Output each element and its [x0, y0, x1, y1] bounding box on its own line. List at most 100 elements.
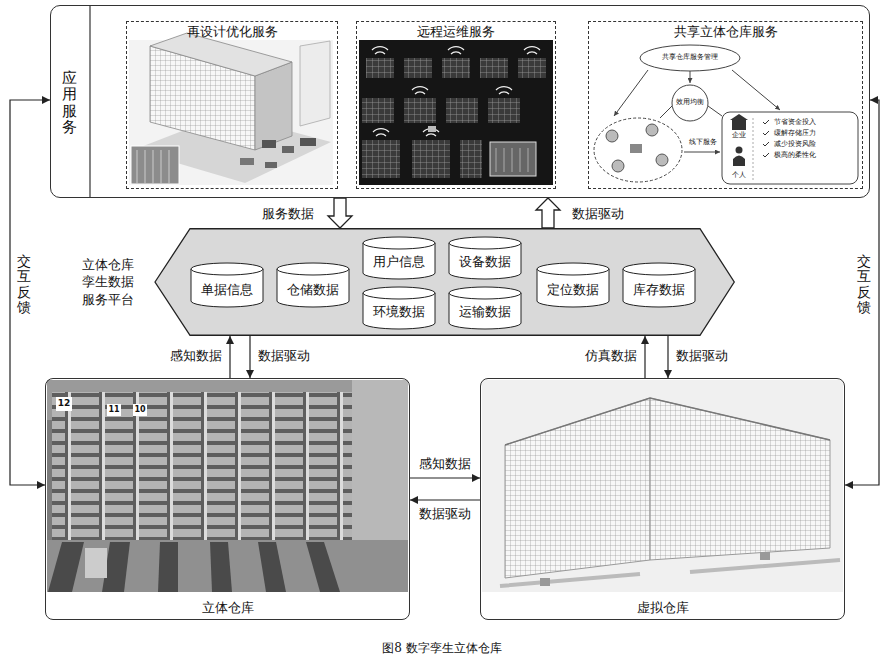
figure-label: 节省资金投入 [774, 119, 816, 127]
remote-operation-image [359, 40, 553, 185]
node-label: 立体仓库 [202, 600, 254, 616]
node-label: 环境数据 [373, 305, 425, 321]
connector [229, 336, 230, 378]
connector [249, 336, 250, 378]
shared-warehouse-image [630, 144, 642, 153]
node-label: 用户信息 [373, 255, 425, 271]
cylinder-outline [449, 237, 521, 249]
cylinder-outline [363, 237, 435, 249]
database-cylinder: 环境数据 [362, 286, 436, 330]
shared-warehouse-image [733, 156, 745, 167]
database-cylinder: 用户信息 [362, 236, 436, 280]
warehouse-photo [107, 404, 121, 416]
wifi-signal [373, 129, 389, 136]
remote-operation-image [490, 142, 536, 176]
wifi-signal [412, 87, 428, 94]
virtual-warehouse-image [505, 398, 830, 445]
warehouse-model-image [265, 162, 277, 168]
figure-label: 效用均衡 [676, 99, 704, 106]
shared-warehouse-image [732, 120, 746, 130]
cylinder-outline [623, 263, 695, 275]
warehouse-model-image [300, 41, 330, 126]
wifi-signal [372, 47, 540, 136]
warehouse-model-image [262, 140, 276, 148]
figure-caption: 图8 数字孪生立体仓库 [382, 641, 501, 655]
warehouse-model-image [131, 146, 179, 184]
figure-label: 缓解存储压力 [774, 130, 816, 138]
wifi-signal [448, 47, 464, 54]
cylinder-outline [537, 263, 609, 275]
edge-label: 交互反馈 [16, 254, 32, 316]
shared-warehouse-image [594, 45, 858, 184]
database-cylinder: 库存数据 [622, 262, 696, 308]
check-mark [763, 131, 769, 135]
database-cylinder: 运输数据 [448, 286, 522, 330]
shared-warehouse-image [594, 118, 682, 182]
remote-operation-image [442, 58, 470, 78]
remote-operation-image [404, 98, 436, 123]
edge-label: 交互反馈 [856, 254, 872, 316]
service-card: 共享立体仓库服务 [588, 21, 863, 189]
node-label: 仓储数据 [287, 282, 339, 298]
node-label: 应用服务 [62, 70, 77, 136]
virtual-warehouse-image [500, 560, 840, 586]
node-label: 单据信息 [201, 282, 253, 298]
figure-label: 减少投资风险 [774, 141, 816, 149]
warehouse-photo [258, 542, 286, 592]
connector [10, 100, 50, 485]
cylinder-outline [363, 287, 435, 299]
edge-label: 数据驱动 [257, 348, 311, 364]
edge-label: 数据驱动 [675, 348, 729, 364]
shared-warehouse-image [690, 71, 691, 83]
node-label: 立体仓库 孪生数据 服务平台 [82, 256, 138, 309]
shared-warehouse-image [732, 70, 780, 110]
node-label: 虚拟仓库 [637, 600, 689, 616]
warehouse-box: 虚拟仓库 [480, 378, 845, 620]
warehouse-photo [47, 540, 408, 592]
bay-number: 10 [134, 406, 145, 415]
edge-label: 服务数据 [261, 206, 315, 222]
check-mark [763, 120, 769, 157]
warehouse-photo [48, 542, 84, 592]
block-arrow [328, 198, 352, 228]
warehouse-photo [210, 542, 232, 592]
node-label: 库存数据 [633, 282, 685, 298]
node-label: 远程运维服务 [417, 24, 495, 40]
edge-label: 数据驱动 [418, 506, 472, 522]
warehouse-model-image [282, 146, 294, 153]
edge-label: 数据驱动 [571, 206, 625, 222]
connector [845, 100, 879, 485]
remote-operation-image [488, 98, 520, 123]
database-cylinder: 单据信息 [190, 262, 264, 308]
warehouse-model-image [150, 33, 292, 76]
remote-operation-image [362, 98, 394, 123]
figure-label: 共享仓库服务管理 [662, 54, 718, 62]
shared-warehouse-image [660, 106, 672, 118]
warehouse-photo [158, 542, 178, 592]
virtual-warehouse-image [540, 578, 550, 586]
divider-line [89, 6, 90, 197]
check-mark [763, 120, 769, 124]
virtual-warehouse-image [650, 398, 830, 560]
remote-operation-image [518, 58, 546, 78]
virtual-warehouse-image [482, 380, 843, 592]
node-label: 再设计优化服务 [187, 24, 278, 40]
warehouse-photo [47, 380, 408, 592]
shared-warehouse-image [736, 147, 743, 154]
warehouse-box: 立体仓库 [45, 378, 410, 620]
remote-operation-image [460, 140, 482, 178]
warehouse-model-image [137, 150, 169, 184]
warehouse-model-image [300, 138, 316, 146]
warehouse-photo [306, 542, 340, 592]
warehouse-model-image [255, 62, 292, 150]
database-cylinder: 定位数据 [536, 262, 610, 308]
warehouse-photo [56, 397, 72, 411]
wifi-signal [372, 47, 388, 54]
warehouse-photo [47, 380, 408, 592]
edge-label: 感知数据 [169, 348, 223, 364]
remote-operation-image [412, 140, 450, 178]
database-cylinder: 仓储数据 [276, 262, 350, 308]
shared-warehouse-image [672, 85, 708, 121]
warehouse-model-image [240, 158, 254, 165]
